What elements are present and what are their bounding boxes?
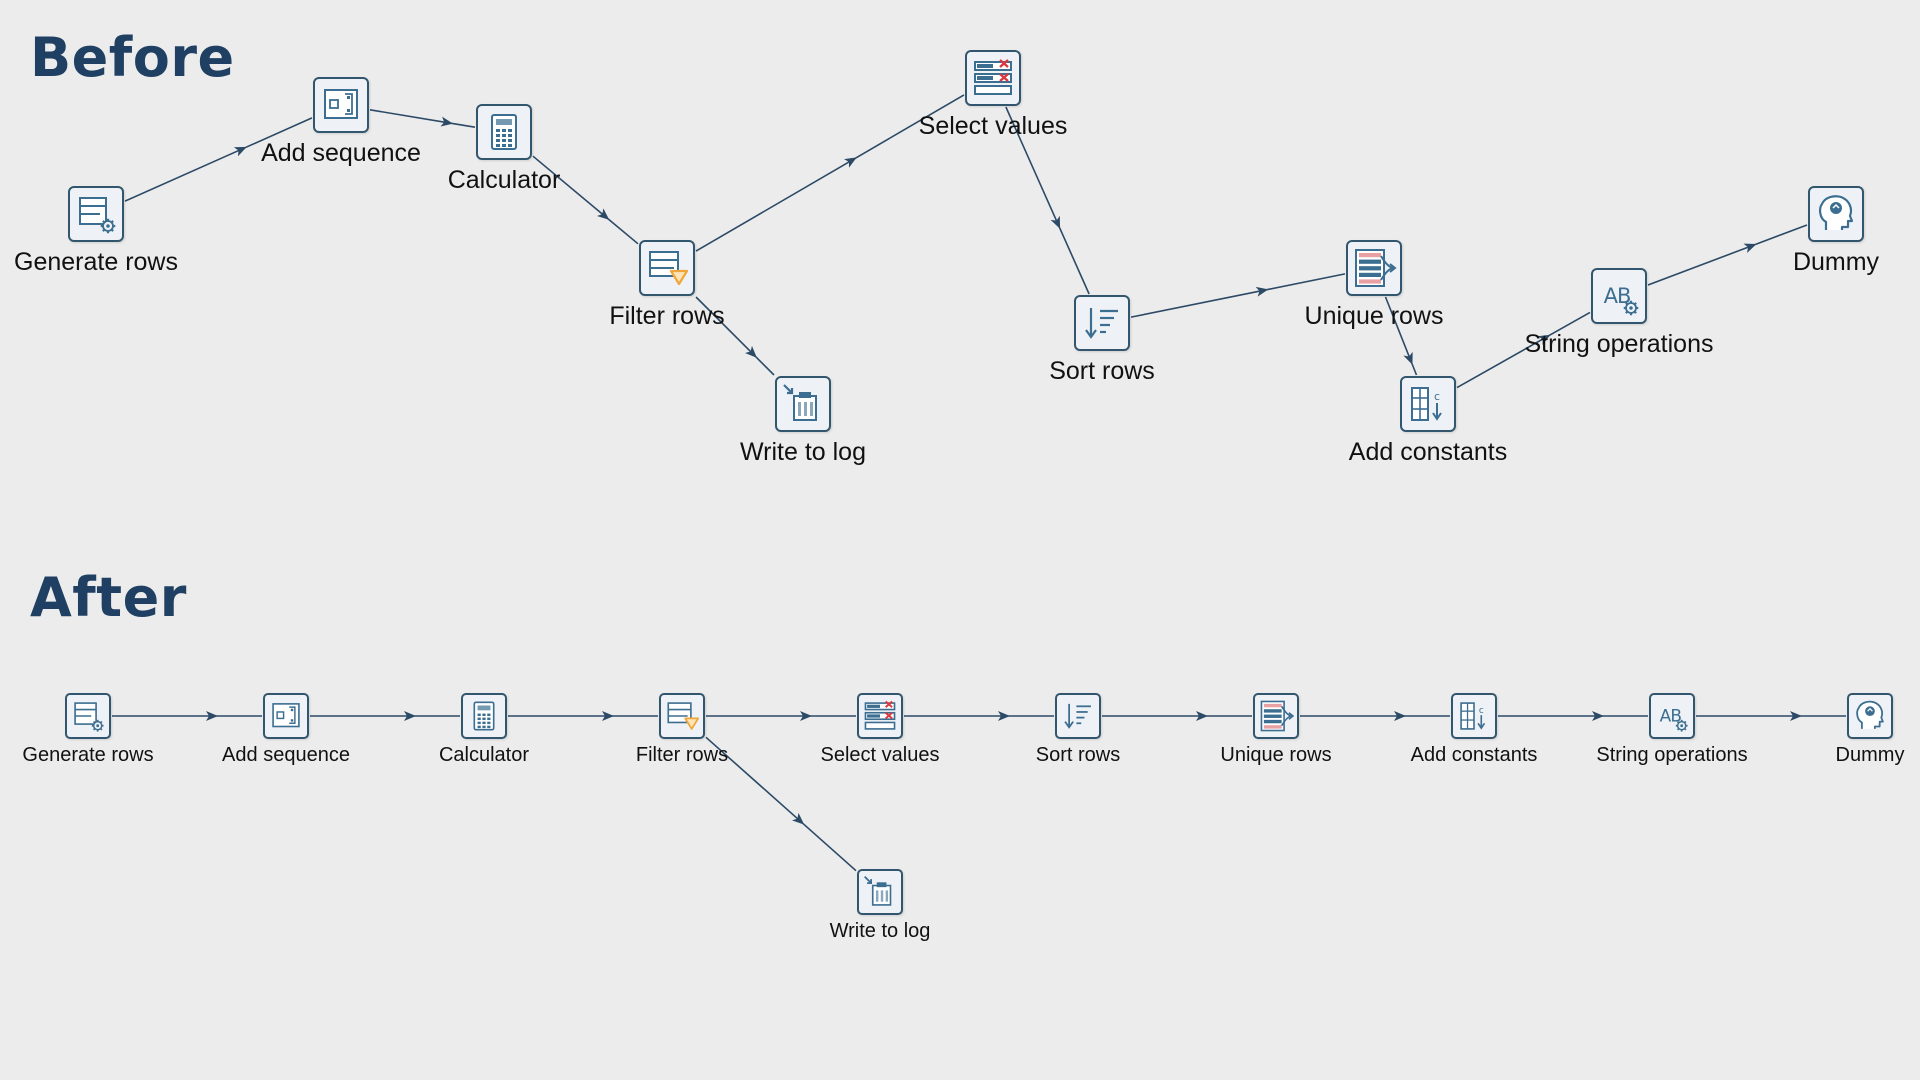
after-hop-filter-rows-to-write-to-log-arrow[interactable] — [705, 736, 805, 825]
after-step-select-values[interactable] — [857, 693, 903, 739]
add-sequence-icon — [324, 89, 358, 119]
before-hop-calculator-to-filter-rows-tail[interactable] — [608, 218, 639, 245]
before-step-select-values[interactable] — [965, 50, 1021, 106]
after-step-calculator-label: Calculator — [438, 744, 530, 766]
before-hop-select-values-to-sort-rows-tail[interactable] — [1058, 227, 1090, 295]
before-step-calculator[interactable] — [476, 104, 532, 160]
after-step-filter-rows-label: Filter rows — [635, 744, 729, 766]
before-step-string-operations-label: String operations — [1524, 330, 1714, 358]
add-constants-icon: c — [1411, 387, 1442, 421]
before-hop-add-sequence-to-calculator-tail[interactable] — [451, 122, 476, 128]
before-hop-filter-rows-to-write-to-log-tail[interactable] — [755, 356, 775, 376]
svg-text:AB: AB — [1660, 706, 1682, 726]
after-step-add-constants[interactable]: c — [1451, 693, 1497, 739]
dummy-icon — [1819, 195, 1854, 230]
after-step-dummy-label: Dummy — [1835, 744, 1905, 766]
sort-rows-icon — [1064, 703, 1091, 729]
before-hop-unique-rows-to-add-constants-tail[interactable] — [1411, 363, 1418, 376]
before-hop-add-sequence-to-calculator-arrow[interactable] — [369, 109, 454, 127]
before-hop-sort-rows-to-unique-rows-tail[interactable] — [1267, 273, 1346, 291]
select-values-icon — [864, 700, 896, 730]
after-step-string-operations-label: String operations — [1596, 744, 1748, 766]
write-to-log-icon — [864, 876, 892, 906]
after-step-dummy[interactable] — [1847, 693, 1893, 739]
before-hop-add-constants-to-string-operations-tail[interactable] — [1549, 311, 1591, 336]
after-step-add-sequence-label: Add sequence — [222, 744, 350, 766]
calculator-icon — [491, 114, 517, 150]
after-heading: After — [30, 566, 187, 629]
before-step-unique-rows-label: Unique rows — [1304, 302, 1444, 330]
before-step-write-to-log[interactable] — [775, 376, 831, 432]
after-step-select-values-label: Select values — [820, 744, 940, 766]
before-hop-generate-rows-to-add-sequence-tail[interactable] — [245, 117, 313, 149]
after-step-unique-rows-label: Unique rows — [1220, 744, 1332, 766]
unique-rows-icon — [1355, 249, 1397, 287]
before-hop-string-operations-to-dummy-tail[interactable] — [1755, 224, 1808, 246]
after-step-unique-rows[interactable] — [1253, 693, 1299, 739]
before-hop-calculator-to-filter-rows-arrow[interactable] — [532, 155, 610, 220]
string-operations-icon: AB — [1604, 284, 1639, 316]
before-hop-select-values-to-sort-rows-arrow[interactable] — [1005, 106, 1061, 229]
before-step-sort-rows-label: Sort rows — [1049, 357, 1155, 385]
after-step-generate-rows-label: Generate rows — [22, 744, 154, 766]
after-step-sort-rows-label: Sort rows — [1035, 744, 1121, 766]
before-hop-filter-rows-to-select-values-tail[interactable] — [855, 94, 965, 159]
after-step-add-sequence[interactable] — [263, 693, 309, 739]
before-hop-filter-rows-to-select-values-arrow[interactable] — [695, 157, 857, 252]
calculator-icon — [473, 701, 495, 731]
after-step-calculator[interactable] — [461, 693, 507, 739]
before-heading: Before — [30, 26, 235, 89]
after-hop-filter-rows-to-write-to-log-tail[interactable] — [802, 823, 857, 872]
before-step-calculator-label: Calculator — [447, 166, 561, 194]
add-constants-icon: c — [1460, 702, 1486, 730]
after-step-write-to-log-label: Write to log — [829, 920, 931, 942]
before-step-select-values-label: Select values — [918, 112, 1068, 140]
before-step-dummy-label: Dummy — [1792, 248, 1880, 276]
before-step-filter-rows-label: Filter rows — [609, 302, 725, 330]
before-step-add-constants-label: Add constants — [1348, 438, 1508, 466]
after-step-sort-rows[interactable] — [1055, 693, 1101, 739]
add-sequence-icon — [272, 703, 300, 728]
before-step-write-to-log-label: Write to log — [740, 438, 866, 466]
before-step-add-sequence-label: Add sequence — [261, 139, 421, 167]
after-step-add-constants-label: Add constants — [1410, 744, 1538, 766]
generate-rows-icon — [79, 197, 116, 234]
before-step-generate-rows[interactable] — [68, 186, 124, 242]
svg-text:c: c — [1479, 706, 1484, 716]
before-step-generate-rows-label: Generate rows — [14, 248, 178, 276]
before-hop-generate-rows-to-add-sequence-arrow[interactable] — [124, 146, 247, 202]
string-operations-icon: AB — [1660, 706, 1688, 732]
before-hop-sort-rows-to-unique-rows-arrow[interactable] — [1130, 286, 1269, 318]
before-step-dummy[interactable] — [1808, 186, 1864, 242]
before-step-string-operations[interactable]: AB — [1591, 268, 1647, 324]
generate-rows-icon — [74, 702, 104, 732]
sort-rows-icon — [1085, 308, 1118, 339]
select-values-icon — [974, 59, 1012, 95]
before-step-sort-rows[interactable] — [1074, 295, 1130, 351]
before-hop-filter-rows-to-write-to-log-arrow[interactable] — [695, 296, 757, 358]
before-hop-add-constants-to-string-operations-arrow[interactable] — [1456, 334, 1551, 389]
after-step-filter-rows[interactable] — [659, 693, 705, 739]
after-step-write-to-log[interactable] — [857, 869, 903, 915]
before-step-unique-rows[interactable] — [1346, 240, 1402, 296]
svg-text:c: c — [1434, 390, 1440, 403]
dummy-icon — [1856, 700, 1884, 729]
before-step-filter-rows[interactable] — [639, 240, 695, 296]
before-step-add-constants[interactable]: c — [1400, 376, 1456, 432]
after-step-generate-rows[interactable] — [65, 693, 111, 739]
write-to-log-icon — [783, 384, 817, 421]
before-step-add-sequence[interactable] — [313, 77, 369, 133]
before-hop-unique-rows-to-add-constants-arrow[interactable] — [1384, 296, 1413, 365]
filter-rows-icon — [649, 251, 689, 286]
after-step-string-operations[interactable]: AB — [1649, 693, 1695, 739]
unique-rows-icon — [1260, 700, 1295, 732]
filter-rows-icon — [667, 702, 700, 730]
before-hop-string-operations-to-dummy-arrow[interactable] — [1647, 243, 1757, 286]
